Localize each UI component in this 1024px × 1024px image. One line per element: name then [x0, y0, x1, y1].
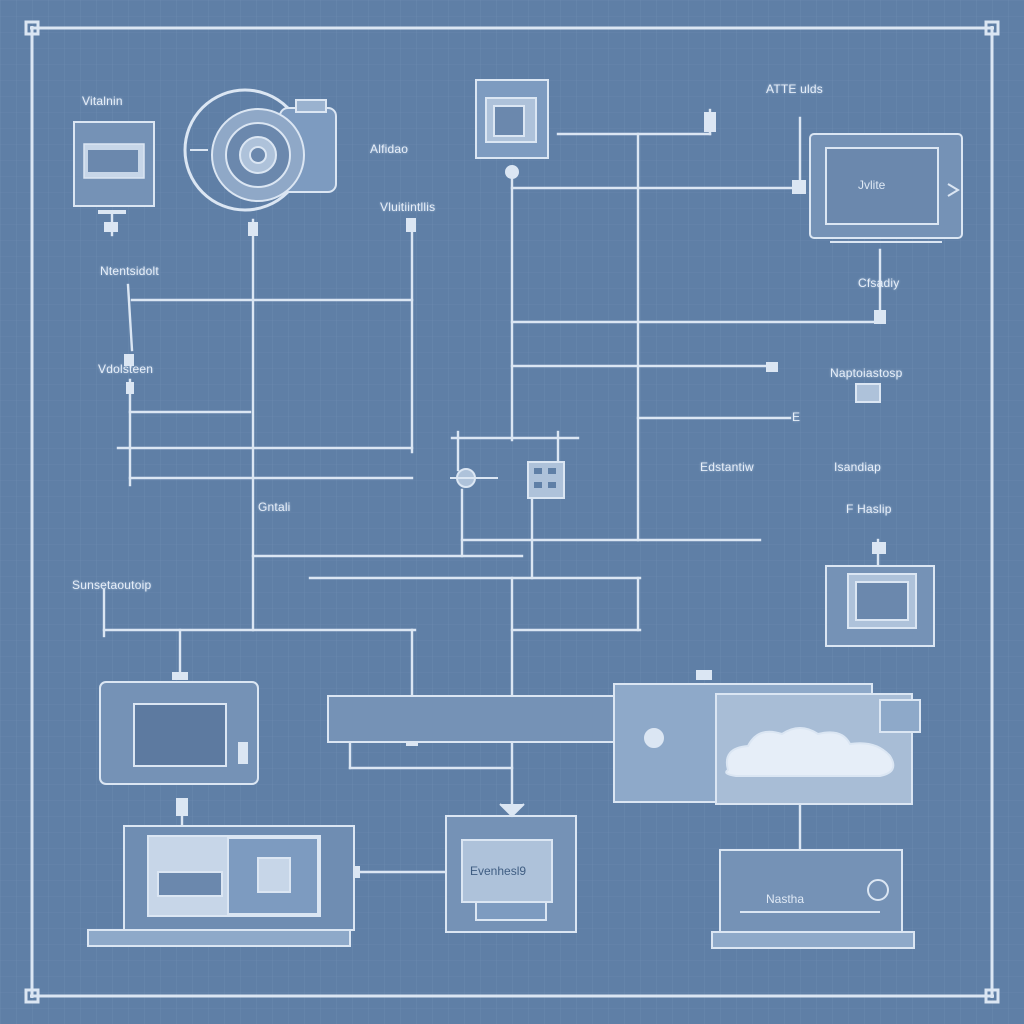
label-left-mid1: Ntentsidolt [100, 264, 159, 278]
label-camera-side: Alfidao [370, 142, 409, 156]
label-right-mid-e: E [792, 410, 801, 424]
laptop-icon [87, 825, 355, 947]
server-icon [445, 803, 577, 933]
label-center-bottom: Gntali [258, 500, 291, 514]
label-top-right: ATTE ulds [766, 82, 823, 96]
label-monitor-right: Jvlite [858, 178, 886, 192]
router-icon [475, 79, 716, 179]
label-right-mid4: F Haslip [846, 502, 892, 516]
label-top-left: Vitalnin [82, 94, 123, 108]
label-camera-bottom: Vluitiintllis [380, 200, 436, 214]
label-center-device: Evenhesl9 [470, 864, 527, 878]
label-bottom-right: Nastha [766, 892, 805, 906]
device-icon [825, 565, 935, 647]
label-right-mid2: Naptoiastosp [830, 366, 903, 380]
outer-frame [24, 20, 1000, 1004]
cloud-icon [613, 683, 921, 805]
tablet-icon [792, 133, 963, 243]
label-left-mid2: Vdolsteen [98, 362, 154, 376]
label-right-mid1: Cfsadiy [858, 276, 900, 290]
tablet-icon-left [99, 672, 259, 785]
label-center-left: Edstantiw [700, 460, 754, 474]
camera-icon [183, 88, 337, 236]
monitor-icon [73, 121, 155, 232]
label-left-low: Sunsetaoutoip [72, 578, 152, 592]
rack-panel [327, 695, 619, 743]
label-right-mid3: Isandiap [834, 460, 881, 474]
display-icon [711, 849, 915, 949]
hub-icon [450, 461, 565, 499]
